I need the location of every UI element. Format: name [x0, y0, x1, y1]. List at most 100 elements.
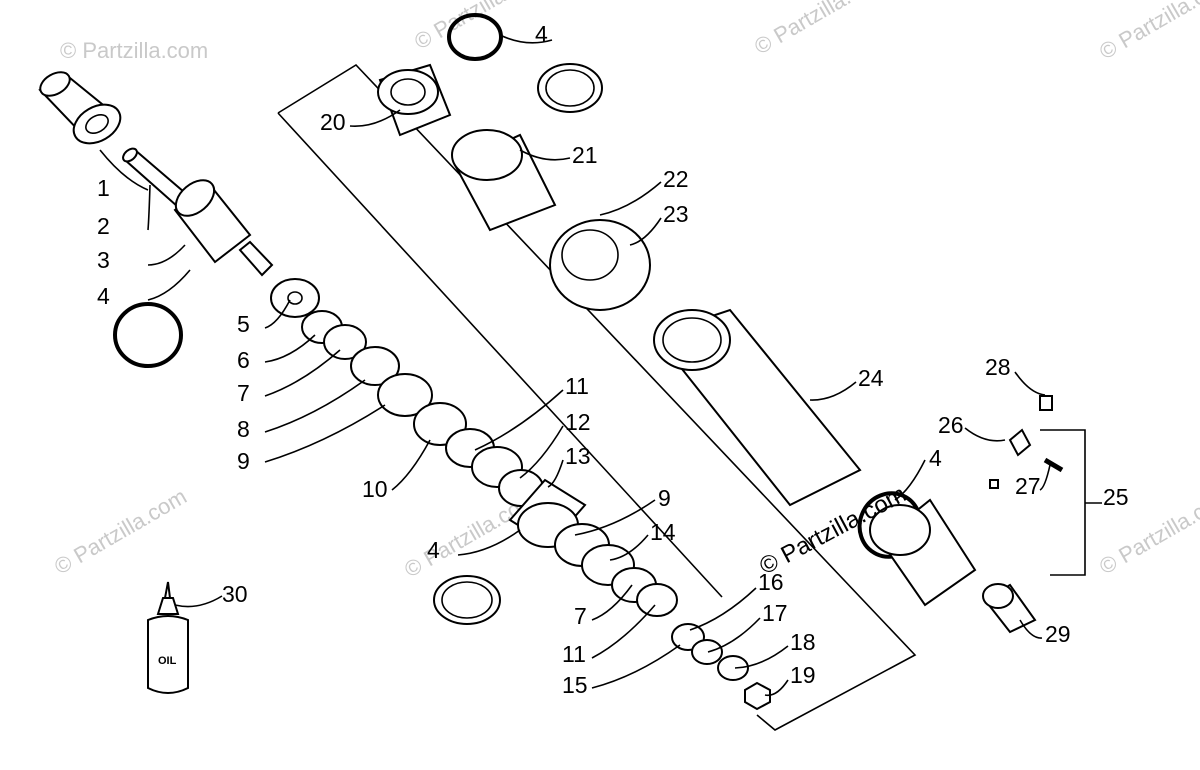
- callout-number: 17: [762, 600, 788, 626]
- part-1-bushing: [38, 71, 122, 145]
- leader-line: [519, 425, 564, 479]
- callout-number: 20: [320, 109, 346, 135]
- leader-line: [147, 244, 186, 266]
- part-4-o-ring: [113, 302, 183, 368]
- part-20-seal-head: [377, 63, 452, 137]
- leader-line: [707, 617, 761, 653]
- part-28-valve-cap: [1039, 395, 1053, 411]
- callout-number: 23: [663, 201, 689, 227]
- leader-line: [499, 34, 553, 44]
- callout-number: 6: [237, 347, 250, 373]
- leader-line: [147, 269, 191, 301]
- callout-number: 24: [858, 365, 884, 391]
- leader-line: [591, 584, 633, 621]
- leader-line: [147, 184, 151, 231]
- leader-line: [391, 439, 431, 491]
- leader-line: [574, 499, 656, 536]
- leader-line: [174, 595, 223, 608]
- callout-number: 12: [565, 409, 591, 435]
- part-27-valve-core: [1043, 457, 1064, 473]
- leader-line: [457, 529, 521, 556]
- leader-line: [764, 679, 789, 697]
- leader-line: [264, 299, 291, 329]
- leader-line: [1014, 371, 1046, 396]
- callout-number: 30: [222, 581, 248, 607]
- part-22-23-spanner-nut: [549, 219, 651, 311]
- callout-number: 27: [1015, 473, 1041, 499]
- callout-number: 25: [1103, 484, 1129, 510]
- callout-number: 9: [658, 485, 671, 511]
- leader-line: [1039, 464, 1051, 491]
- callout-number: 28: [985, 354, 1011, 380]
- callout-number: 4: [929, 445, 942, 471]
- callout-number: 13: [565, 443, 591, 469]
- callout-number: 2: [97, 213, 110, 239]
- watermark: © Partzilla.com: [410, 0, 551, 54]
- callout-number: 11: [562, 641, 586, 667]
- watermark: © Partzilla.com: [750, 0, 891, 59]
- leader-line: [809, 381, 857, 401]
- leader-line: [264, 349, 341, 397]
- leader-line: [474, 389, 564, 451]
- part-4-o-ring: [447, 13, 503, 61]
- callout-number: 26: [938, 412, 964, 438]
- part-25-bracket: [1040, 429, 1086, 576]
- leader-lines: [99, 34, 1051, 697]
- leader-line: [964, 427, 1006, 442]
- shim-stack: [270, 278, 771, 711]
- leader-line: [99, 149, 149, 191]
- leader-line: [591, 604, 656, 659]
- callout-number: 16: [758, 569, 784, 595]
- callout-number: 11: [565, 373, 589, 399]
- leader-line: [1019, 619, 1043, 639]
- callout-number: 7: [574, 603, 587, 629]
- watermark: © Partzilla.com: [60, 38, 208, 63]
- watermark: © Partzilla.com: [1095, 0, 1200, 64]
- leader-line: [547, 459, 564, 488]
- leader-line: [519, 149, 571, 161]
- callout-number: 4: [535, 21, 548, 47]
- callout-number: 29: [1045, 621, 1071, 647]
- watermark: © Partzilla.com: [50, 484, 191, 580]
- leader-line: [894, 459, 926, 501]
- leader-line: [609, 534, 649, 561]
- callout-number: 9: [237, 448, 250, 474]
- leader-line: [349, 109, 401, 127]
- callout-number: 8: [237, 416, 250, 442]
- callout-number: 1: [97, 175, 110, 201]
- leader-line: [264, 379, 366, 433]
- callout-number: 18: [790, 629, 816, 655]
- leader-line: [599, 181, 662, 216]
- part-21-sleeve: [451, 129, 557, 232]
- callout-number: 4: [427, 537, 440, 563]
- callout-number: 19: [790, 662, 816, 688]
- callout-number: 15: [562, 672, 588, 698]
- callout-labels: 1234444567891011121391471115161718192021…: [97, 21, 1129, 698]
- assembly-boundary-edge: [277, 112, 723, 598]
- part-4-band: [433, 575, 501, 625]
- part-30-oil-bottle: OIL: [147, 581, 189, 694]
- part-25-reservoir-assembly: [869, 498, 1037, 634]
- callout-number: 21: [572, 142, 598, 168]
- leader-line: [629, 217, 662, 246]
- oil-label: OIL: [158, 655, 177, 667]
- leader-line: [689, 587, 757, 631]
- part-26-valve: [989, 428, 1032, 489]
- assembly-boundary: [277, 63, 917, 731]
- part-24-shock-body: [653, 308, 862, 507]
- leader-line: [591, 644, 681, 689]
- leader-line: [264, 334, 316, 363]
- callout-number: 4: [97, 283, 110, 309]
- part-2-3-shaft-assembly: [122, 147, 274, 277]
- callout-number: 7: [237, 380, 250, 406]
- leader-line: [264, 404, 386, 463]
- callout-number: 22: [663, 166, 689, 192]
- callout-number: 14: [650, 519, 676, 545]
- callout-number: 10: [362, 476, 388, 502]
- part-4-band: [537, 63, 603, 113]
- callout-number: 3: [97, 247, 110, 273]
- callout-number: 5: [237, 311, 250, 337]
- leader-line: [734, 645, 789, 669]
